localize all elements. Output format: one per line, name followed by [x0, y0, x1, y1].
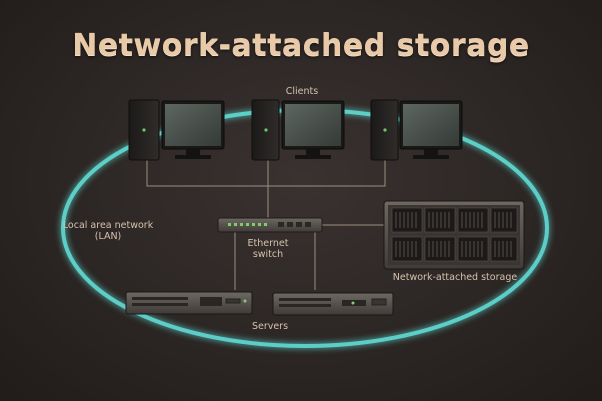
monitor-base	[175, 155, 211, 159]
clients-label: Clients	[285, 86, 319, 97]
monitor-stand	[424, 149, 438, 155]
status-led-icon	[351, 301, 355, 305]
status-led-icon	[243, 299, 247, 303]
client-computer-3	[370, 99, 463, 161]
monitor-base	[295, 155, 331, 159]
ethernet-switch-label: Ethernet switch	[236, 238, 300, 260]
cables	[146, 160, 386, 290]
monitor-screen	[403, 104, 459, 146]
client-computer-2	[251, 99, 345, 161]
lan-label: Local area network (LAN)	[58, 220, 158, 242]
drive-bays	[391, 207, 518, 262]
monitor-stand	[306, 149, 320, 155]
monitor-screen	[165, 104, 221, 146]
lan-label-line-2: (LAN)	[94, 231, 122, 242]
rack-server-1	[125, 291, 253, 315]
switch-port-leds	[228, 223, 267, 226]
cable-client-1-switch	[146, 160, 386, 187]
nas-label: Network-attached storage	[392, 272, 518, 283]
power-led-icon	[264, 128, 268, 132]
diagram-title: Network-attached storage	[72, 28, 530, 63]
rack-server-2	[272, 292, 394, 316]
lan-label-line-1: Local area network	[62, 220, 154, 231]
monitor-base	[413, 155, 449, 159]
servers-label: Servers	[251, 321, 289, 332]
monitor-screen	[285, 104, 341, 146]
switch-label-line-1: Ethernet	[247, 238, 289, 249]
client-computer-1	[128, 99, 225, 161]
power-led-icon	[383, 128, 387, 132]
power-led-icon	[142, 128, 146, 132]
monitor-stand	[186, 149, 200, 155]
nas-storage-array	[383, 200, 525, 270]
switch-label-line-2: switch	[252, 249, 284, 260]
ethernet-switch	[217, 217, 323, 233]
